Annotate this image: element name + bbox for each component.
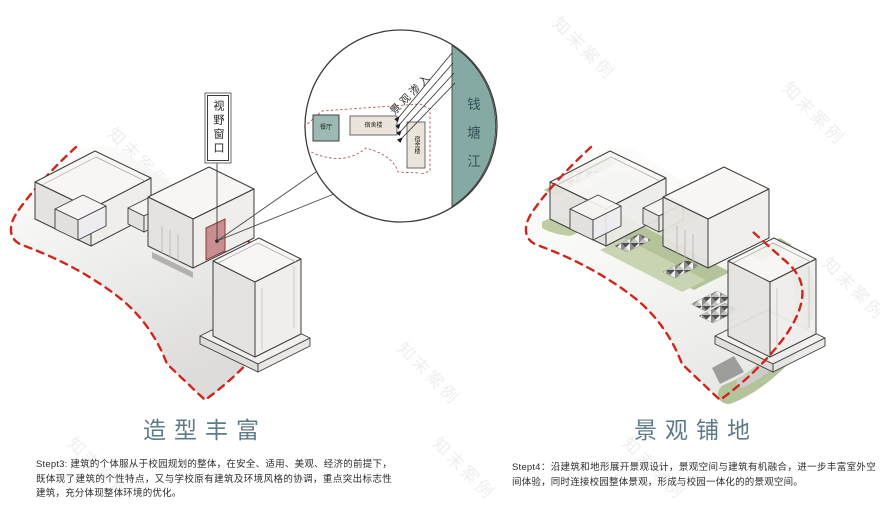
left-building-annex (54, 194, 107, 241)
right-caption: Stept4：沿建筑和地形展开景观设计，景观空间与建筑有机融合，进一步丰富室外空… (512, 462, 876, 488)
right-title: 景观铺地 (634, 418, 758, 443)
plan-dorm-label-vertical: 宿舍楼 (413, 136, 419, 154)
left-title: 造型丰富 (143, 418, 267, 443)
plan-dorm-vertical (406, 121, 426, 169)
right-site-diagram (524, 145, 826, 404)
right-building-b (662, 166, 770, 269)
plan-boundary-dash-lower (306, 147, 420, 174)
river-label: 钱塘江 (465, 97, 480, 183)
right-buildings (549, 150, 826, 373)
callout-circle (303, 29, 498, 223)
left-building-c (212, 237, 302, 358)
callout-leader-lines (216, 171, 335, 242)
right-building-annex (569, 194, 622, 241)
view-window-label: 视野窗口 (207, 95, 229, 161)
plan-dining-hall (312, 114, 340, 142)
plan-boundary-dash-upper (303, 103, 431, 175)
site-diagrams (9, 29, 826, 404)
plan-dining-label: 餐厅 (319, 125, 332, 131)
left-site-diagram (9, 145, 335, 402)
right-site-boundary (524, 145, 804, 402)
right-building-c (727, 237, 817, 358)
view-window-highlight (205, 218, 226, 261)
landscape-arrows (394, 52, 456, 144)
river-band (451, 44, 497, 208)
plan-dorm-label-horizontal: 宿舍楼 (364, 122, 383, 129)
left-caption: Stept3: 建筑的个体服从于校园规划的整体，在安全、适用、美观、经济的前提下… (36, 459, 392, 500)
